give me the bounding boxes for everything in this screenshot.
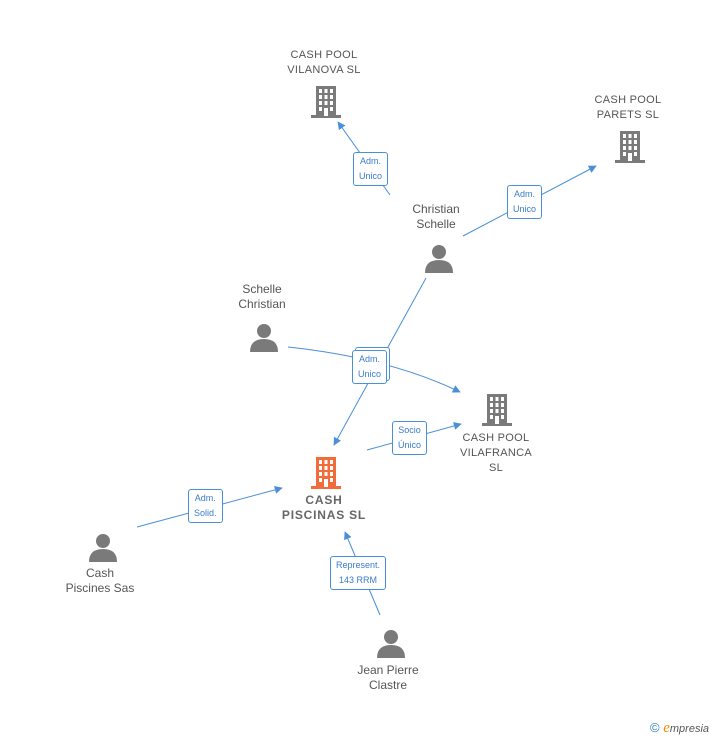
edge-label-line: Unico	[513, 204, 537, 214]
node-label-piscinas[interactable]: CASH PISCINAS SL	[264, 493, 384, 523]
edge-label-line: Adm.	[360, 156, 382, 166]
edge-label-line: Solid.	[194, 508, 217, 518]
node-label-schelle-christian[interactable]: Schelle Christian	[202, 282, 322, 312]
person-icon	[377, 630, 405, 658]
edge-label-line: Unico	[358, 369, 382, 379]
building-icon	[482, 394, 512, 426]
node-label-christian-schelle[interactable]: Christian Schelle	[376, 202, 496, 232]
edge-label-line: Adm.	[359, 354, 381, 364]
edge-label-cs-vilanova[interactable]: Adm. Unico	[353, 152, 389, 186]
person-icon	[89, 534, 117, 562]
edge-label-line: Unico	[359, 171, 383, 181]
brand-footer[interactable]: © empresia	[650, 720, 709, 737]
node-label-vilanova[interactable]: CASH POOL VILANOVA SL	[264, 48, 384, 78]
edge-label-cs-parets[interactable]: Adm. Unico	[507, 185, 543, 219]
node-label-line: Christian	[412, 202, 460, 216]
node-label-line: PISCINAS SL	[281, 508, 367, 522]
node-label-line: Clastre	[368, 678, 407, 692]
node-label-line: Schelle	[242, 282, 282, 296]
edge-label-cs-piscinas[interactable]: Adm. Unico	[352, 350, 388, 384]
edge-label-line: Represent.	[336, 560, 381, 570]
node-label-line: Schelle	[416, 217, 456, 231]
person-icon	[250, 324, 278, 352]
person-icon	[425, 245, 453, 273]
node-label-line: CASH POOL	[594, 94, 662, 106]
node-label-line: VILANOVA SL	[287, 64, 361, 76]
node-label-line: CASH POOL	[462, 432, 530, 444]
node-label-line: VILAFRANCA	[459, 447, 533, 459]
edge-label-sas-piscinas[interactable]: Adm. Solid.	[188, 489, 223, 523]
edge-label-line: Adm.	[194, 493, 216, 503]
node-label-line: Jean Pierre	[357, 663, 419, 677]
node-label-line: CASH	[305, 493, 343, 507]
edge-label-line: 143 RRM	[339, 575, 378, 585]
edge-label-line: Socio	[398, 425, 421, 435]
brand-logo-text: mpresia	[669, 723, 710, 735]
node-label-jean-pierre[interactable]: Jean Pierre Clastre	[328, 663, 448, 693]
building-icon	[615, 131, 645, 163]
node-label-line: SL	[488, 462, 504, 474]
node-label-line: CASH POOL	[290, 49, 358, 61]
copyright-icon: ©	[650, 720, 660, 735]
main-building-icon	[311, 457, 341, 489]
node-label-vilafranca[interactable]: CASH POOL VILAFRANCA SL	[436, 431, 556, 476]
node-label-line: PARETS SL	[596, 109, 660, 121]
node-label-line: Christian	[238, 297, 286, 311]
edge-label-line: Único	[398, 440, 422, 450]
edge-label-line: Adm.	[514, 189, 536, 199]
edge-label-piscinas-vilafranca[interactable]: Socio Único	[392, 421, 428, 455]
node-label-line: Piscines Sas	[65, 581, 135, 595]
edge-label-jp-piscinas[interactable]: Represent. 143 RRM	[330, 556, 387, 590]
node-label-cash-piscines-sas[interactable]: Cash Piscines Sas	[40, 566, 160, 596]
node-label-line: Cash	[85, 566, 114, 580]
building-icon	[311, 86, 341, 118]
node-label-parets[interactable]: CASH POOL PARETS SL	[568, 93, 688, 123]
brand-logo-e: e	[663, 720, 670, 736]
